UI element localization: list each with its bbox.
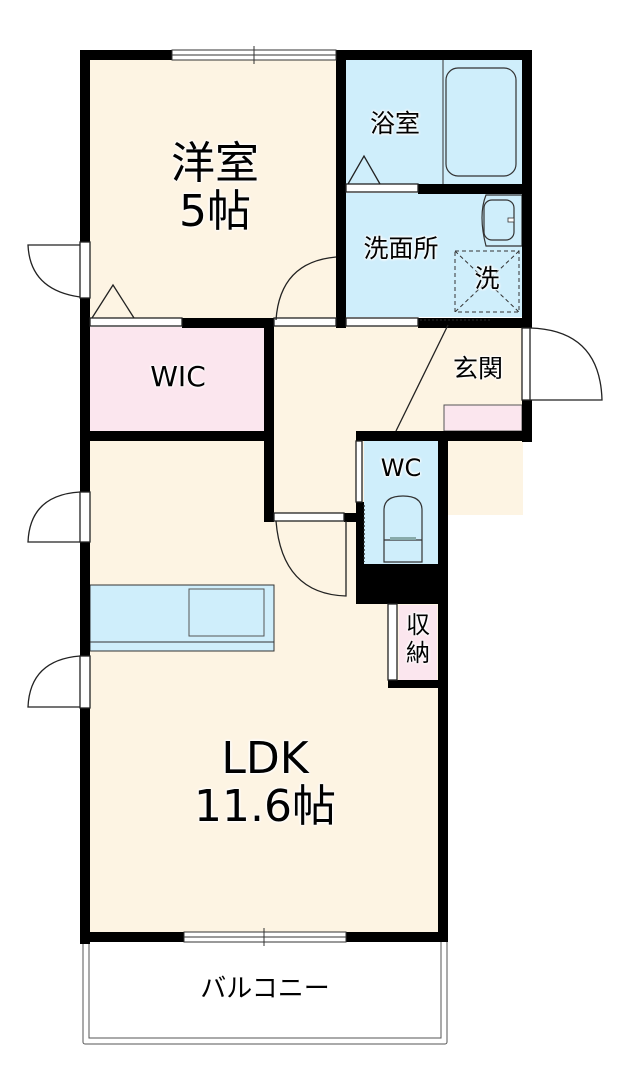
balcony-area bbox=[82, 939, 448, 1045]
entrance-label: 玄関 bbox=[452, 354, 503, 383]
washer-space-label: 洗 bbox=[474, 264, 500, 293]
ldk-label: LDK 11.6帖 bbox=[194, 733, 336, 833]
bathtub bbox=[445, 67, 517, 177]
washroom-label: 洗面所 bbox=[363, 234, 439, 263]
storage-label: 収 納 bbox=[406, 611, 430, 667]
entrance-shoebox bbox=[443, 404, 523, 432]
kitchen-counter bbox=[89, 584, 275, 652]
washer-space bbox=[454, 250, 520, 313]
western-room-floor bbox=[90, 58, 338, 320]
western-room-label: 洋室 5帖 bbox=[171, 138, 259, 238]
balcony-label: バルコニー bbox=[200, 974, 330, 1004]
wic-floor bbox=[90, 327, 266, 431]
toilet bbox=[383, 495, 423, 563]
wc-label: WC bbox=[380, 454, 422, 482]
storage-floor bbox=[399, 605, 437, 680]
windows bbox=[171, 46, 347, 946]
doors bbox=[27, 154, 603, 709]
wic-label: WIC bbox=[150, 360, 206, 393]
bathroom-label: 浴室 bbox=[369, 109, 420, 138]
walls bbox=[80, 50, 532, 944]
